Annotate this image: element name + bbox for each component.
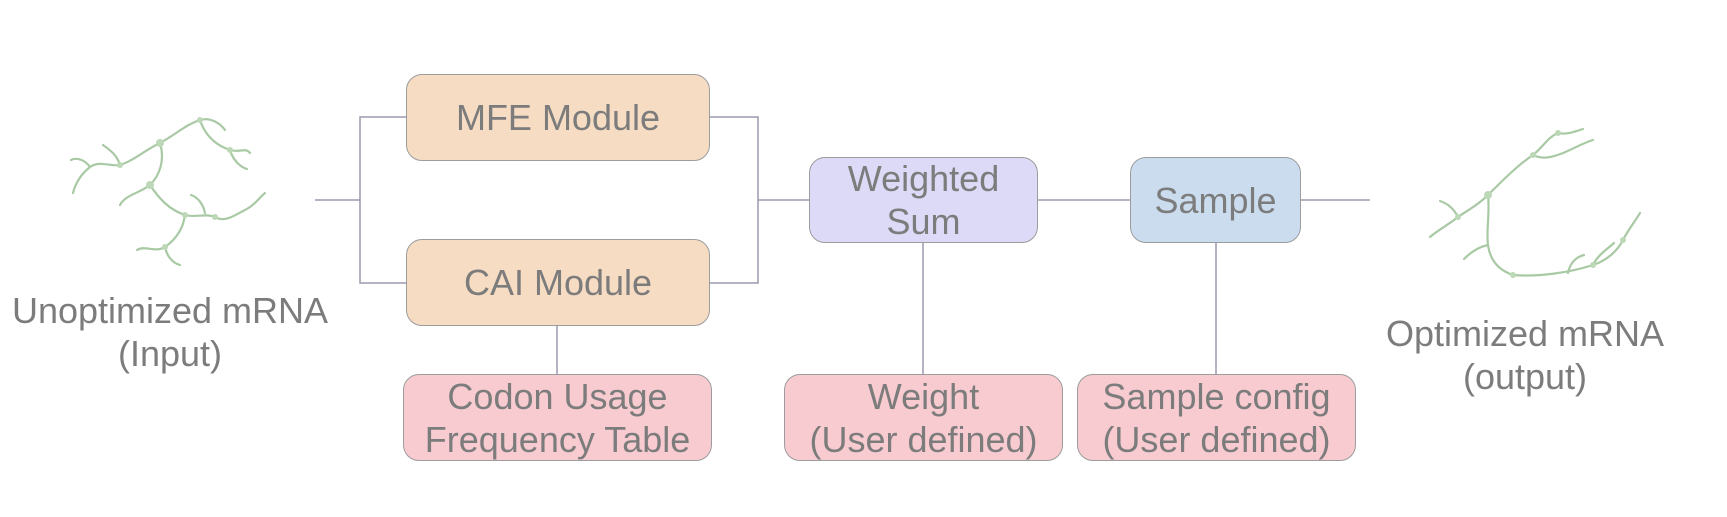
weight-config: Weight (User defined): [784, 374, 1063, 461]
mfe-module: MFE Module: [406, 74, 710, 161]
cai-module: CAI Module: [406, 239, 710, 326]
sample-config: Sample config (User defined): [1077, 374, 1356, 461]
rna-structure-icon: [1428, 127, 1642, 278]
rna-structure-icon: [69, 117, 267, 267]
weighted-sum-module: Weighted Sum: [809, 157, 1038, 243]
codon-usage-table: Codon Usage Frequency Table: [403, 374, 712, 461]
connector-merge-bracket: [710, 116, 759, 284]
output-label: Optimized mRNA (output): [1385, 313, 1665, 397]
connector-split-bracket: [359, 116, 406, 284]
input-label: Unoptimized mRNA (Input): [11, 290, 329, 374]
sample-module: Sample: [1130, 157, 1301, 243]
